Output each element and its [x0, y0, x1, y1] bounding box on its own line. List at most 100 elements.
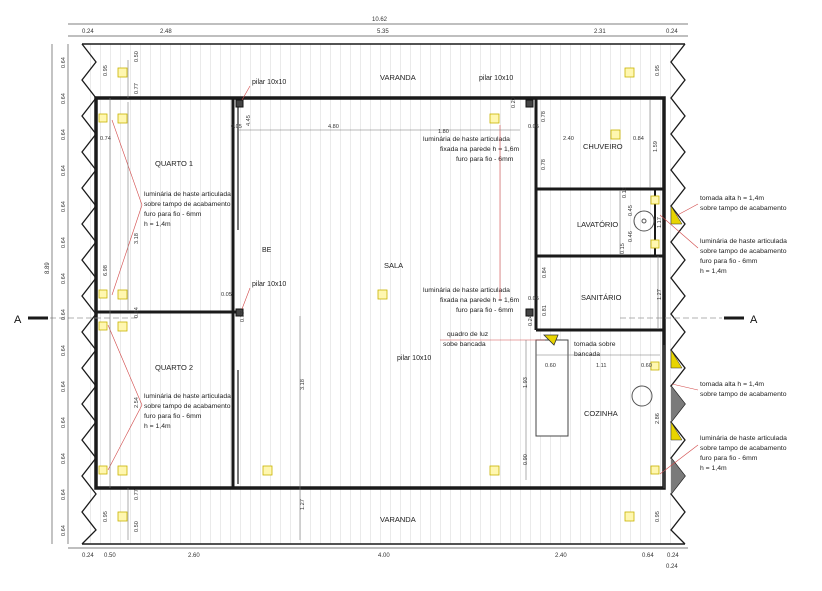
left-side-dims: 0.640.640.640.640.640.640.640.640.640.64…: [61, 57, 67, 536]
section-mark-left: A: [14, 314, 22, 326]
dim: 6.98: [103, 265, 109, 276]
dim: 0.95: [103, 511, 109, 522]
room-chuveiro: CHUVEIRO: [583, 142, 623, 151]
annot-line: h = 1,4m: [144, 221, 171, 228]
dim: 0.77: [134, 489, 140, 500]
leader-lines: [107, 119, 699, 475]
annot-line: sobe bancada: [443, 341, 486, 348]
pillar-sala-top: [525, 99, 534, 108]
pilar-label-3: pilar 10x10: [252, 281, 286, 288]
dim: 2.54: [134, 397, 140, 408]
lamp-marker: [117, 511, 128, 522]
annot-line: furo para fio - 6mm: [700, 455, 758, 462]
annot-line: bancada: [574, 351, 600, 358]
room-varanda-bottom: VARANDA: [380, 515, 416, 524]
room-cozinha: COZINHA: [584, 409, 618, 418]
leader: [671, 383, 699, 391]
dim: 0.45: [628, 205, 634, 216]
dim: 1.27: [657, 289, 663, 300]
dim: 0.13: [622, 187, 628, 198]
dim-left-side: 0.64: [61, 273, 67, 284]
dim: 0.15: [620, 243, 626, 254]
dim: 0.84: [633, 136, 644, 142]
annot-line: h = 1,4m: [700, 268, 727, 275]
lamp-marker: [610, 129, 621, 140]
dim: 1.80: [438, 129, 449, 135]
annot-line: sobre tampo de acabamento: [700, 391, 787, 398]
pilar-label-2: pilar 10x10: [479, 75, 513, 82]
dim: 0.60: [641, 363, 652, 369]
annot-line: furo para fio - 6mm: [700, 258, 758, 265]
room-quarto1: QUARTO 1: [155, 159, 193, 168]
annot-line: furo para fio - 6mm: [144, 211, 202, 218]
lamp-marker: [489, 465, 500, 476]
dim: 4.80: [328, 124, 339, 130]
dim: 0.77: [134, 83, 140, 94]
dim: 1.27: [300, 499, 306, 510]
dim-left-side: 0.64: [61, 93, 67, 104]
lamp-marker: [624, 67, 635, 78]
dim: 0.95: [655, 511, 661, 522]
annot-lum-q1: luminária de haste articulada sobre tamp…: [144, 191, 231, 228]
leader: [107, 404, 143, 471]
annot-line: luminária de haste articulada: [144, 393, 231, 400]
dim: 4.45: [246, 115, 252, 126]
annot-line: tomada alta h = 1,4m: [700, 381, 764, 388]
annot-line: luminária de haste articulada: [700, 435, 787, 442]
dim: 0.95: [103, 65, 109, 76]
section-mark-right: A: [750, 314, 758, 326]
dim: 0.50: [134, 51, 140, 62]
annot-line: quadro de luz: [447, 331, 489, 338]
dim-top-2: 5.35: [377, 29, 389, 35]
socket-wedge: [670, 349, 683, 369]
lamp-marker: [377, 289, 388, 300]
annot-lum-right-2: luminária de haste articulada sobre tamp…: [700, 435, 787, 472]
dim: 0.84: [542, 267, 548, 278]
dim: 3.18: [134, 233, 140, 244]
pillar-be-mid: [235, 308, 244, 317]
annot-line: sobre tampo de acabamento: [144, 201, 231, 208]
socket-wedges: [670, 205, 683, 441]
quadro-de-luz-icon: [543, 334, 559, 346]
annot-line: sobre tampo de acabamento: [700, 205, 787, 212]
annot-line: sobre tampo de acabamento: [700, 445, 787, 452]
annot-line: tomada alta h = 1,4m: [700, 195, 764, 202]
dim-left-side: 0.64: [61, 489, 67, 500]
dim: 0.78: [541, 111, 547, 122]
dim: 1.93: [523, 377, 529, 388]
dim-top-3: 2.31: [594, 29, 606, 35]
pilar-label-1: pilar 10x10: [252, 79, 286, 86]
dim: 2.40: [563, 136, 574, 142]
dim: 1.11: [596, 363, 606, 369]
dim-left-side: 0.64: [61, 165, 67, 176]
lamp-marker: [650, 195, 660, 205]
annot-line: luminária de haste articulada: [423, 136, 510, 143]
dim: 2.86: [655, 413, 661, 424]
lamp-marker: [98, 321, 108, 331]
pilar-leader: [241, 287, 251, 310]
dim: 0.20: [511, 97, 517, 108]
leader: [659, 444, 699, 475]
dim: 0.05: [528, 296, 539, 302]
lamp-marker: [98, 289, 108, 299]
annot-line: sobre tampo de acabamento: [144, 403, 231, 410]
pilar-label-4: pilar 10x10: [397, 355, 431, 362]
annot-line: h = 1,4m: [144, 423, 171, 430]
lamp-marker: [650, 239, 660, 249]
dim: 0.74: [100, 136, 111, 142]
dim: 0.84: [134, 307, 140, 318]
dim-bottom-1: 0.50: [104, 553, 116, 559]
leader: [659, 214, 699, 249]
shaded-wedge: [671, 458, 685, 494]
kitchen-counter: [535, 339, 569, 437]
dim-bottom-0: 0.24: [82, 553, 94, 559]
lamp-marker: [98, 113, 108, 123]
dim-top-1: 2.48: [160, 29, 172, 35]
sink-cozinha: [631, 385, 653, 407]
lamp-marker: [650, 465, 660, 475]
annot-tomada-bancada: tomada sobre bancada: [574, 341, 616, 358]
right-zigzag-edge: [670, 43, 686, 545]
dim: 0.46: [628, 231, 634, 242]
socket-wedge: [670, 421, 683, 441]
